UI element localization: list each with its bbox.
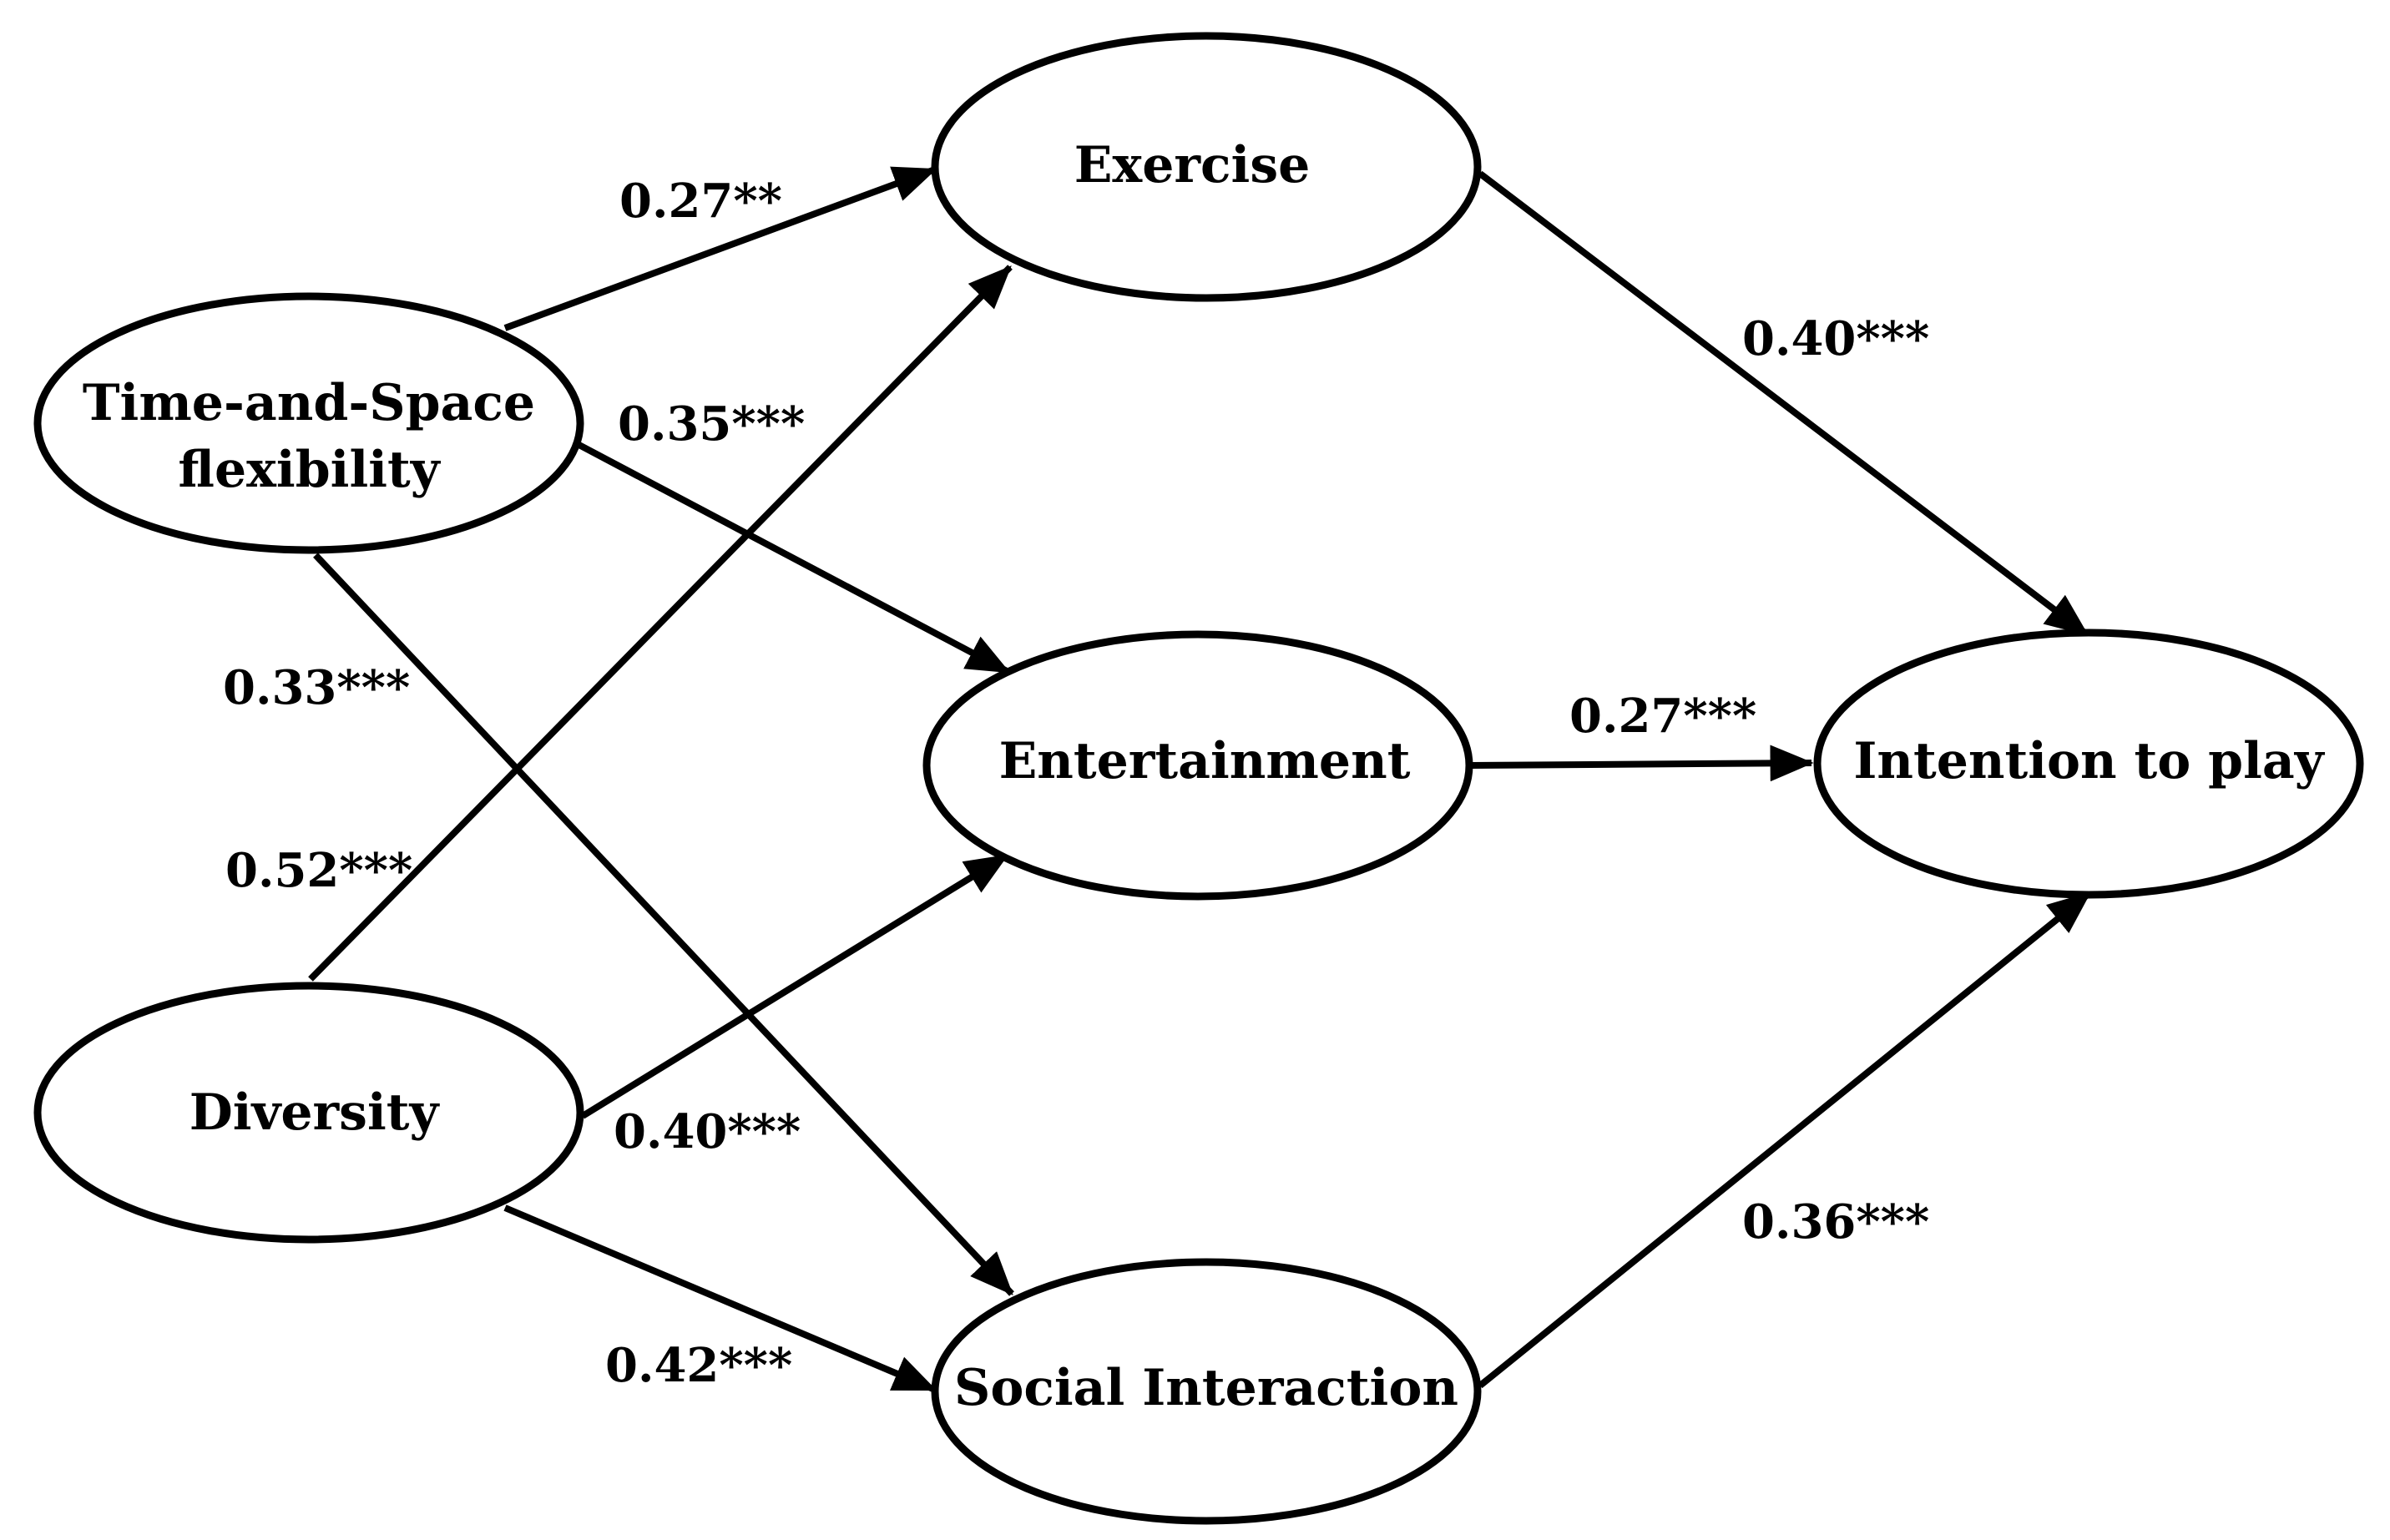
node-entertainment: Entertainment (922, 630, 1473, 901)
node-diversity: Diversity (33, 982, 584, 1244)
edge-entertainment-to-intention (1470, 745, 1814, 782)
edge-time-space-to-exercise (503, 166, 937, 331)
node-label: Exercise (1074, 136, 1311, 194)
node-intention-to-play: Intention to play (1813, 629, 2364, 899)
node-exercise: Exercise (931, 32, 1482, 302)
node-ellipse (33, 292, 584, 554)
edge-time-space-to-social-interaction (313, 553, 1014, 1296)
node-label: Intention to play (1853, 732, 2325, 790)
edges (308, 166, 2092, 1393)
node-label-line-2: flexibility (178, 441, 441, 499)
node-label: Entertainment (999, 732, 1411, 790)
edge-time-space-to-entertainment (573, 439, 1011, 675)
node-label: Diversity (189, 1083, 441, 1142)
coefficient-exercise-intention: 0.40*** (1742, 311, 1929, 366)
node-label: Social Interaction (954, 1359, 1458, 1417)
edge-diversity-to-entertainment (580, 852, 1009, 1119)
edge-diversity-to-exercise (308, 265, 1013, 982)
edge-exercise-to-intention (1478, 170, 2089, 638)
node-social-interaction: Social Interaction (931, 1258, 1482, 1525)
node-ellipse (931, 1258, 1482, 1525)
node-ellipse (931, 32, 1482, 302)
edge-social-interaction-to-intention (1478, 890, 2092, 1389)
node-label-line-1: Time-and-Space (83, 374, 535, 432)
coefficient-diversity-exercise: 0.52*** (225, 843, 412, 898)
node-ellipse (922, 630, 1473, 901)
coefficient-diversity-social-interaction: 0.42*** (605, 1338, 792, 1393)
coefficient-entertainment-intention: 0.27*** (1569, 689, 1756, 744)
coefficient-diversity-entertainment: 0.40*** (614, 1104, 801, 1159)
edge-diversity-to-social-interaction (503, 1204, 937, 1393)
node-time-and-space-flexibility: Time-and-Space flexibility (33, 292, 584, 554)
node-ellipse (33, 982, 584, 1244)
edge-labels: 0.27** 0.35*** 0.33*** 0.52*** 0.40*** 0… (223, 174, 1929, 1393)
node-ellipse (1813, 629, 2364, 899)
coefficient-time-space-exercise: 0.27** (619, 174, 782, 229)
coefficient-social-interaction-intention: 0.36*** (1742, 1194, 1929, 1250)
coefficient-time-space-social-interaction: 0.33*** (223, 660, 410, 715)
coefficient-time-space-entertainment: 0.35*** (618, 396, 805, 452)
